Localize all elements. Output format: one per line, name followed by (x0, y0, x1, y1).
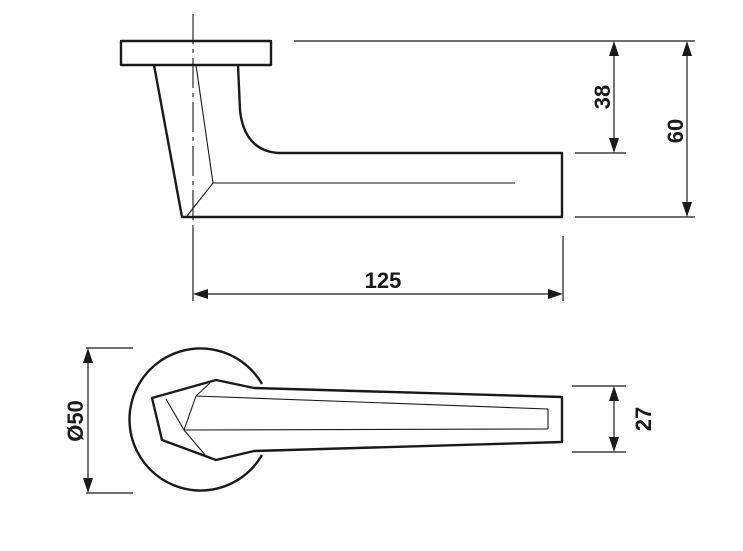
dimension-label-125: 125 (365, 268, 402, 293)
dimension-label-60: 60 (663, 119, 688, 143)
lever-top-facet-line (195, 395, 549, 410)
rose-circle (128, 347, 264, 492)
lever-top-facet-line (165, 395, 197, 432)
side-view (119, 14, 564, 228)
dimension-label-38: 38 (590, 85, 615, 109)
dimension-label-50: Ø50 (63, 400, 88, 442)
dimension-38: 38 (590, 41, 619, 153)
lever-top-facet-line (183, 428, 549, 431)
dimension-60: 60 (663, 41, 692, 217)
top-view (128, 347, 564, 492)
lever-top-outline (150, 378, 564, 462)
dimension-diameter-50: Ø50 (63, 348, 93, 493)
lever-facet-line (186, 64, 214, 217)
extension-lines (192, 40, 695, 301)
lever-top-facet-line (183, 429, 207, 457)
lever-outline (152, 64, 564, 219)
dimension-label-27: 27 (631, 407, 656, 431)
dimension-125: 125 (193, 268, 563, 299)
dimension-27: 27 (609, 386, 656, 452)
lever-top-facet-line (195, 382, 211, 397)
rose-plate (119, 39, 273, 67)
extension-lines-top (86, 347, 626, 494)
